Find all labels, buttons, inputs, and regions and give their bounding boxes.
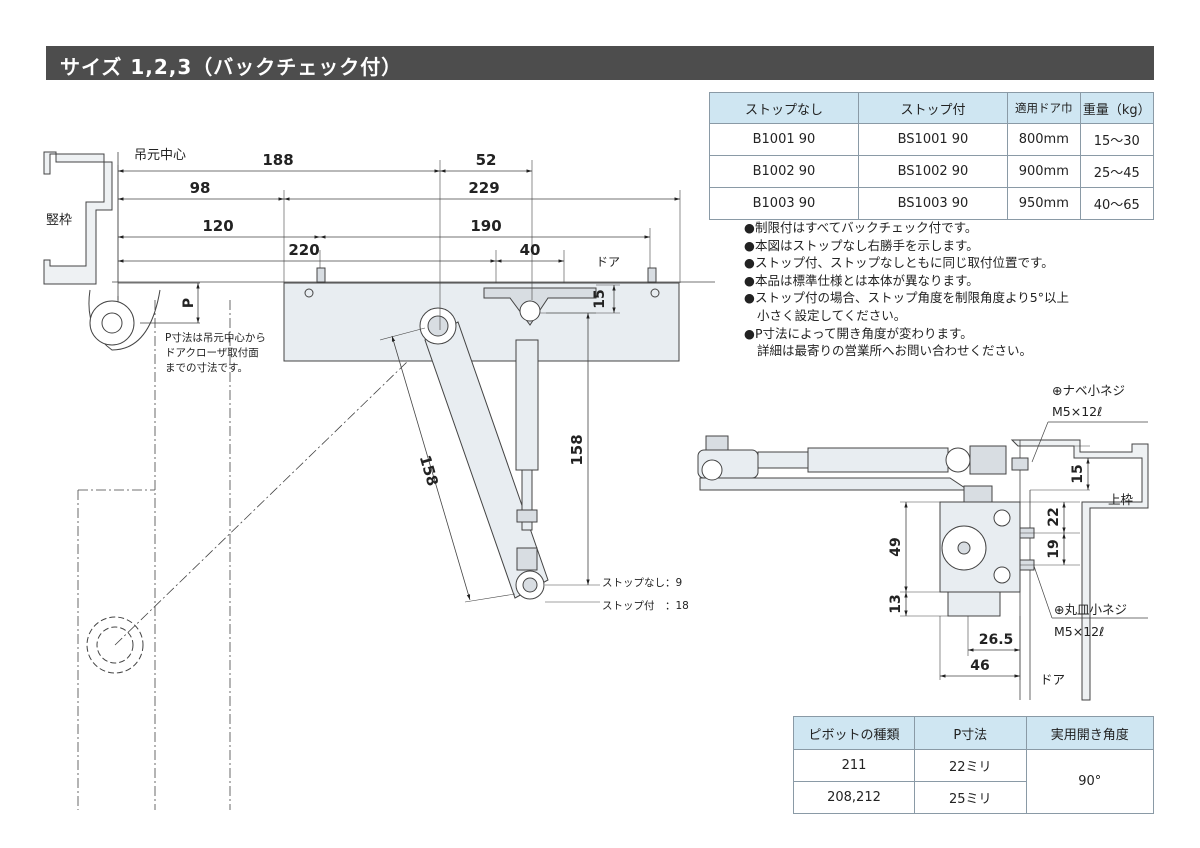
side-dim-15: 15 (1070, 464, 1086, 483)
col-header-p-dim: P寸法 (913, 716, 1027, 750)
table-cell: 950mm (1007, 187, 1081, 220)
table-cell: 25ミリ (913, 781, 1027, 814)
table-cell: 211 (793, 749, 915, 782)
note-item: ●制限付はすべてバックチェック付です。 (744, 220, 978, 235)
side-dim-22: 22 (1046, 507, 1062, 526)
side-door-label: ドア (1040, 672, 1065, 687)
stop-with-note: ストップ付 ：18 (602, 599, 689, 612)
dim-229: 229 (468, 179, 499, 197)
pivot-table: ピボットの種類 P寸法 実用開き角度 211 22ミリ 90° 208,212 … (793, 716, 1155, 814)
model-table-header: ストップなし ストップ付 適用ドア巾 重量（kg） (709, 92, 1155, 124)
col-header-angle: 実用開き角度 (1025, 716, 1155, 750)
pivot-table-header: ピボットの種類 P寸法 実用開き角度 (793, 716, 1155, 750)
table-cell: 208,212 (793, 781, 915, 814)
p-note-line: ドアクローザ取付面 (165, 346, 259, 359)
dim-120: 120 (202, 217, 233, 235)
note-item: ●P寸法によって開き角度が変わります。 (744, 325, 973, 341)
section-title: サイズ 1,2,3（バックチェック付） (60, 55, 403, 79)
round-screw-label: ⊕丸皿小ネジ (1054, 602, 1127, 617)
frame-label: 竪枠 (46, 213, 72, 228)
side-dim-49: 49 (888, 537, 904, 556)
note-item-continued: 詳細は最寄りの営業所へお問い合わせください。 (757, 343, 1033, 359)
dim-52: 52 (476, 151, 497, 169)
p-note-line: P寸法は吊元中心から (165, 331, 266, 344)
table-row: 211 22ミリ 90° (793, 749, 1155, 814)
side-dim-46: 46 (970, 658, 989, 674)
note-item-continued: 小さく設定してください。 (757, 307, 907, 323)
note-item: ●本図はストップなし右勝手を示します。 (744, 237, 979, 253)
round-screw-spec: M5×12ℓ (1054, 624, 1104, 639)
table-cell: B1001 90 (709, 123, 859, 156)
table-cell: 22ミリ (913, 749, 1027, 782)
pan-screw-label: ⊕ナベ小ネジ (1052, 383, 1125, 398)
note-item: ●ストップ付の場合、ストップ角度を制限角度より5°以上 (744, 290, 1069, 306)
pan-screw-spec: M5×12ℓ (1052, 404, 1102, 419)
table-cell: B1003 90 (709, 187, 859, 220)
main-drawing (43, 151, 715, 810)
door-label: ドア (596, 255, 620, 269)
dim-15: 15 (592, 289, 608, 308)
dim-158-vertical: 158 (568, 434, 586, 465)
note-item: ●本品は標準仕様とは本体が異なります。 (744, 272, 979, 288)
table-cell: BS1001 90 (857, 123, 1009, 156)
table-cell: 25～45 (1079, 155, 1155, 188)
table-row: 208,212 25ミリ (793, 781, 1154, 814)
dim-188: 188 (262, 151, 293, 169)
table-cell: 40～65 (1079, 187, 1155, 220)
dim-158-arm: 158 (416, 453, 442, 488)
p-dim-label: P (181, 298, 197, 308)
dim-190: 190 (470, 217, 501, 235)
table-row: B1003 90 BS1003 90 950mm 40～65 (709, 187, 1155, 220)
col-header-door-width: 適用ドア巾 (1007, 92, 1081, 124)
closer-body (283, 282, 680, 362)
side-drawing (697, 421, 1149, 701)
section-header: サイズ 1,2,3（バックチェック付） (46, 46, 1154, 80)
table-cell: 15～30 (1079, 123, 1155, 156)
note-item: ●ストップ付、ストップなしともに同じ取付位置です。 (744, 255, 1054, 271)
table-cell: 800mm (1007, 123, 1081, 156)
top-frame-label: 上枠 (1108, 492, 1134, 507)
p-note-line: までの寸法です。 (165, 361, 248, 374)
model-table: ストップなし ストップ付 適用ドア巾 重量（kg） B1001 90 BS100… (709, 92, 1155, 220)
table-cell: 900mm (1007, 155, 1081, 188)
stop-none-note: ストップなし：9 (602, 577, 682, 589)
col-header-with-stop: ストップ付 (857, 92, 1009, 124)
notes-list: ●制限付はすべてバックチェック付です。 ●本図はストップなし右勝手を示します。 … (744, 219, 1069, 360)
table-cell: B1002 90 (709, 155, 859, 188)
forearm-rod (515, 339, 539, 471)
table-row: B1001 90 BS1001 90 800mm 15～30 (709, 123, 1155, 156)
table-row: B1002 90 BS1002 90 900mm 25～45 (709, 155, 1155, 188)
table-cell: BS1002 90 (857, 155, 1009, 188)
side-frame-profile (43, 151, 113, 285)
col-header-no-stop: ストップなし (709, 92, 859, 124)
dim-220: 220 (288, 241, 319, 259)
side-dim-26-5: 26.5 (979, 632, 1014, 648)
dim-98: 98 (190, 179, 211, 197)
top-frame-profile (1010, 439, 1149, 701)
col-header-weight: 重量（kg） (1079, 92, 1155, 124)
side-arm (807, 447, 949, 473)
dim-40: 40 (520, 241, 541, 259)
table-cell: BS1003 90 (857, 187, 1009, 220)
side-dim-19: 19 (1046, 539, 1062, 558)
angle-cell: 90° (1025, 749, 1155, 814)
col-header-pivot-type: ピボットの種類 (793, 716, 915, 750)
side-dim-13: 13 (888, 594, 904, 613)
pivot-center-label: 吊元中心 (134, 148, 186, 163)
